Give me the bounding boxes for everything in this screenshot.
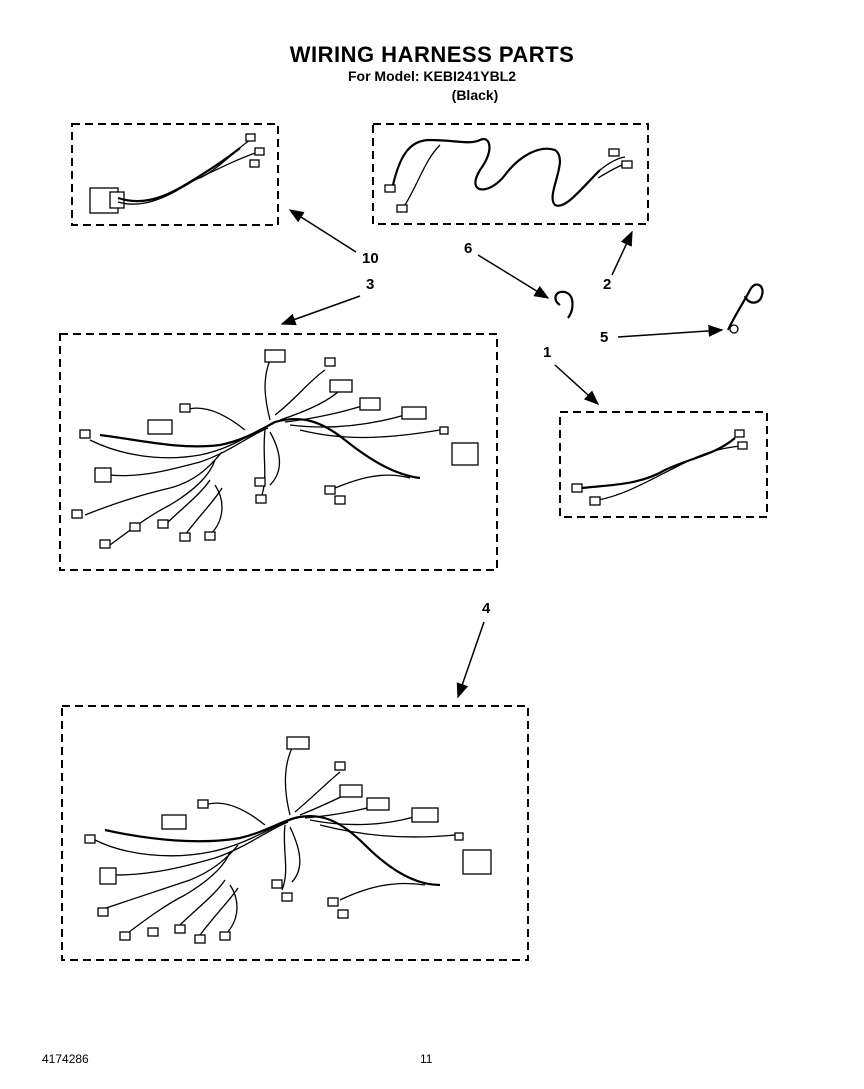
leader-2 (611, 230, 633, 276)
callout-6: 6 (464, 240, 473, 257)
part-2-harness (372, 123, 649, 225)
callout-5: 5 (600, 329, 609, 346)
part-1-harness (559, 411, 768, 518)
part-4-main-harness (61, 705, 529, 961)
callout-3: 3 (366, 276, 375, 293)
callout-4: 4 (482, 600, 491, 617)
part-number: 4174286 (42, 1052, 89, 1066)
leader-10 (288, 209, 357, 253)
callout-2: 2 (603, 276, 612, 293)
callout-10: 10 (362, 250, 379, 267)
part-5-ground-ring (727, 283, 764, 334)
leader-4 (456, 621, 485, 699)
leader-1 (554, 364, 600, 406)
callout-1: 1 (543, 344, 552, 361)
leader-6 (477, 254, 550, 299)
part-3-main-harness (59, 333, 498, 571)
part-6-clip (554, 290, 574, 319)
leader-3 (280, 295, 361, 326)
part-10-harness (71, 123, 279, 226)
page-number: 11 (420, 1052, 433, 1066)
leader-5 (617, 324, 724, 338)
color-label: (Black) (451, 87, 499, 103)
model-label: For Model: KEBI241YBL2 (347, 68, 517, 84)
page-title: WIRING HARNESS PARTS (289, 42, 575, 67)
